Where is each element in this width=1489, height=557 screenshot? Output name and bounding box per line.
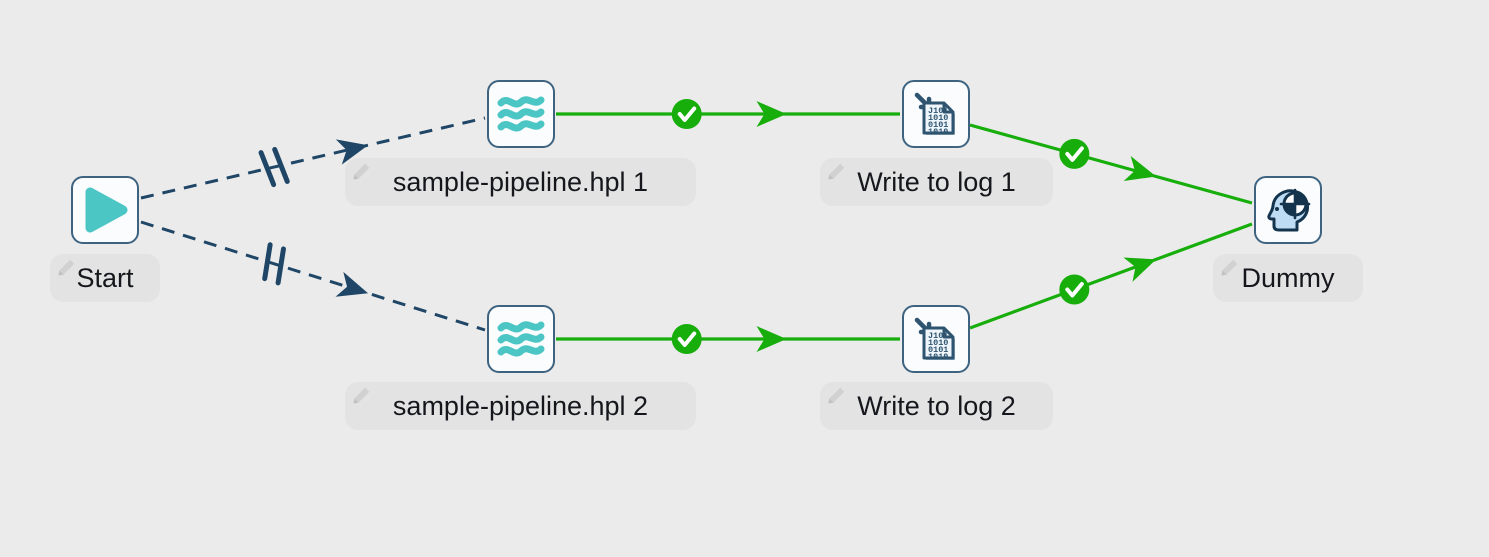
hop-line[interactable] bbox=[140, 116, 486, 200]
label-chip-write-to-log-1[interactable]: Write to log 1 bbox=[820, 158, 1053, 206]
svg-text:1010: 1010 bbox=[928, 127, 948, 137]
edit-pencil-icon[interactable] bbox=[56, 258, 76, 278]
svg-text:1010: 1010 bbox=[928, 352, 948, 362]
node-dummy[interactable] bbox=[1254, 176, 1322, 244]
svg-text:J101: J101 bbox=[928, 331, 948, 341]
success-check-icon[interactable] bbox=[671, 324, 702, 354]
navy-arrowhead-icon bbox=[335, 271, 369, 297]
hop-start-to-pipeline-2[interactable] bbox=[140, 220, 486, 332]
label-chip-pipeline-1[interactable]: sample-pipeline.hpl 1 bbox=[345, 158, 696, 206]
node-write-to-log-2[interactable]: J101 1010 0101 1010 bbox=[902, 305, 970, 373]
edit-pencil-icon[interactable] bbox=[351, 162, 371, 182]
edit-pencil-icon[interactable] bbox=[1219, 258, 1239, 278]
hop-start-to-pipeline-1[interactable] bbox=[140, 116, 486, 200]
node-write-to-log-1[interactable]: J101 1010 0101 1010 bbox=[902, 80, 970, 148]
edit-pencil-icon[interactable] bbox=[826, 386, 846, 406]
node-pipeline-2[interactable] bbox=[487, 305, 555, 373]
edit-pencil-icon[interactable] bbox=[351, 386, 371, 406]
play-triangle-icon bbox=[85, 187, 128, 233]
hop-line[interactable] bbox=[140, 220, 486, 332]
node-label: Write to log 1 bbox=[857, 166, 1016, 197]
node-label: Start bbox=[76, 262, 134, 293]
write-to-log-icon: J101 1010 0101 1010 bbox=[914, 92, 955, 137]
hop-line[interactable] bbox=[969, 123, 1253, 205]
hop-write-to-log-1-to-dummy[interactable] bbox=[969, 123, 1253, 205]
green-arrowhead-icon bbox=[1123, 155, 1157, 182]
label-chip-pipeline-2[interactable]: sample-pipeline.hpl 2 bbox=[345, 382, 696, 430]
label-chip-write-to-log-2[interactable]: Write to log 2 bbox=[820, 382, 1053, 430]
parallel-bars-icon bbox=[258, 146, 290, 188]
label-chip-start[interactable]: Start bbox=[50, 254, 160, 302]
hop-pipeline-2-to-write-to-log-2[interactable] bbox=[556, 324, 900, 354]
write-to-log-icon: J101 1010 0101 1010 bbox=[914, 317, 955, 362]
edit-pencil-icon[interactable] bbox=[826, 162, 846, 182]
green-arrowhead-icon bbox=[756, 101, 787, 127]
navy-arrowhead-icon bbox=[335, 139, 369, 165]
green-arrowhead-icon bbox=[1123, 257, 1157, 282]
node-start[interactable] bbox=[71, 176, 139, 244]
node-label: sample-pipeline.hpl 2 bbox=[392, 390, 649, 421]
node-label: sample-pipeline.hpl 1 bbox=[392, 166, 649, 197]
node-pipeline-1[interactable] bbox=[487, 80, 555, 148]
hop-line[interactable] bbox=[969, 222, 1253, 330]
label-chip-dummy[interactable]: Dummy bbox=[1213, 254, 1363, 302]
node-label: Dummy bbox=[1241, 262, 1335, 293]
svg-text:0101: 0101 bbox=[928, 345, 948, 355]
node-label: Write to log 2 bbox=[857, 390, 1016, 421]
hop-write-to-log-2-to-dummy[interactable] bbox=[969, 222, 1253, 330]
success-check-icon[interactable] bbox=[671, 99, 702, 129]
svg-text:1010: 1010 bbox=[928, 338, 948, 348]
parallel-bars-icon bbox=[262, 242, 286, 286]
dummy-head-icon bbox=[1267, 188, 1311, 232]
pipeline-waves-icon bbox=[497, 96, 545, 132]
hop-pipeline-1-to-write-to-log-1[interactable] bbox=[556, 99, 900, 129]
success-check-icon[interactable] bbox=[1059, 138, 1090, 169]
svg-text:J101: J101 bbox=[928, 106, 948, 116]
pipeline-waves-icon bbox=[497, 321, 545, 357]
svg-text:1010: 1010 bbox=[928, 113, 948, 123]
green-arrowhead-icon bbox=[756, 326, 787, 352]
svg-text:0101: 0101 bbox=[928, 120, 948, 130]
success-check-icon[interactable] bbox=[1059, 274, 1090, 305]
